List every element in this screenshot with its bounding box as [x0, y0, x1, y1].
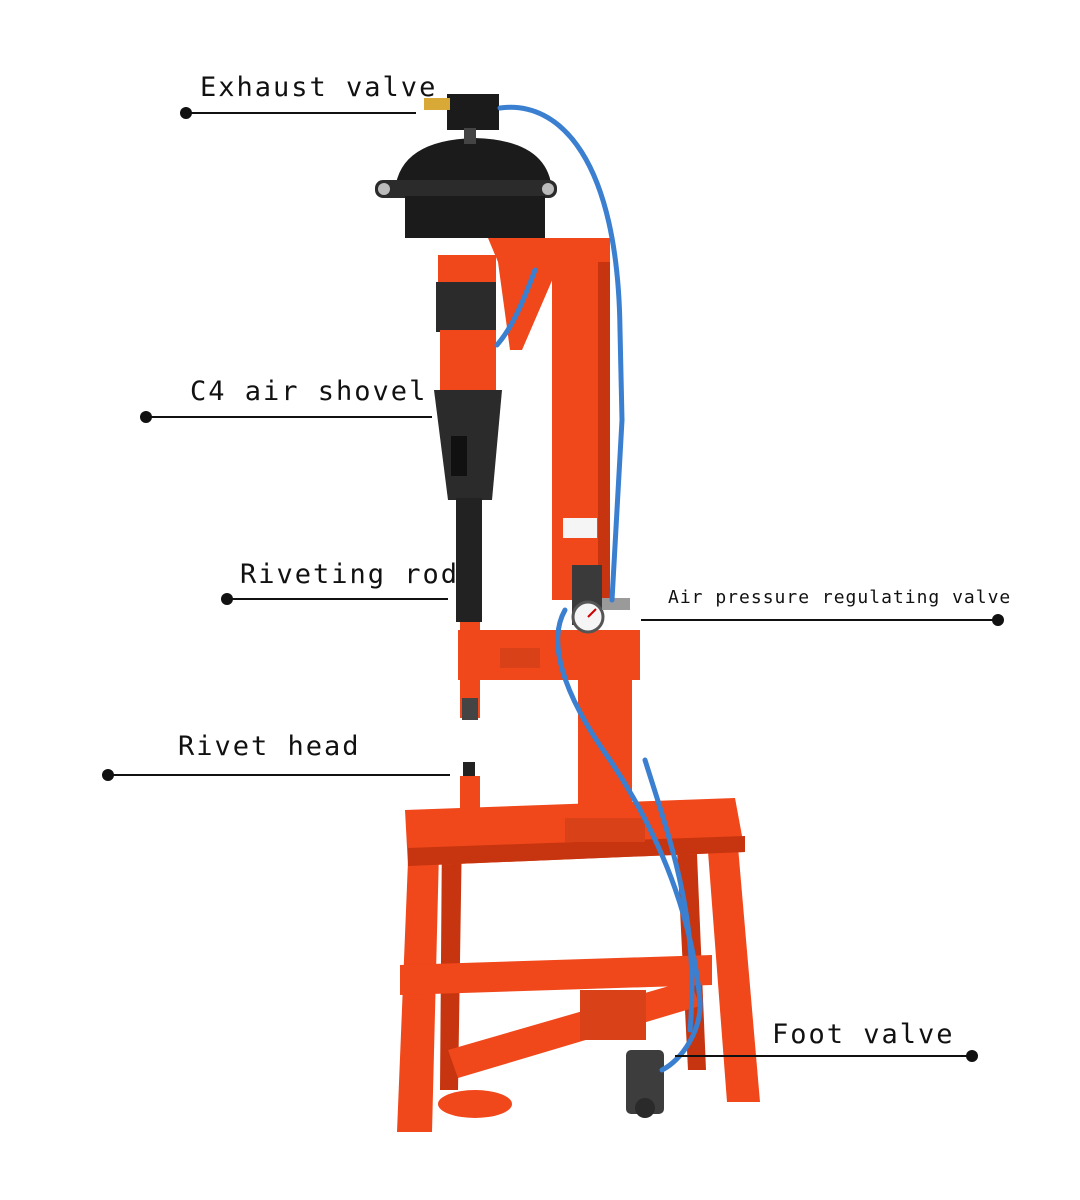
column-upper-shade: [598, 238, 610, 600]
rivet-head-post: [460, 776, 480, 826]
exhaust-valve-block: [447, 94, 499, 130]
air-shovel-grip: [434, 390, 502, 500]
hose-column: [609, 417, 625, 603]
upper-arm: [488, 238, 610, 350]
callout-lines: [108, 112, 998, 1057]
column-label-plate: [563, 518, 597, 538]
exhaust-valve-stem: [464, 128, 476, 144]
foot-valve-body: [626, 1050, 664, 1114]
column-upper: [552, 238, 610, 600]
shovel-top-housing: [436, 282, 496, 332]
callout-dot-air-shovel: [140, 411, 152, 423]
callout-dot-exhaust-valve: [180, 107, 192, 119]
air-hoses: [494, 104, 703, 1073]
chamber-bolt-right: [542, 183, 554, 195]
stand-leg-front-right: [705, 812, 760, 1102]
callout-dot-air-pressure: [992, 614, 1004, 626]
lower-arm: [458, 630, 640, 680]
stand-leg-back-left: [440, 830, 462, 1090]
air-chamber-body: [405, 196, 545, 238]
air-shovel-body: [440, 330, 496, 390]
air-chamber-dome: [395, 138, 552, 190]
label-rivet-head: Rivet head: [178, 731, 361, 762]
stand-crossbar: [400, 955, 712, 995]
label-riveting-rod: Riveting rod: [240, 559, 460, 590]
riveting-rod-tip: [462, 698, 478, 720]
hose-regulator: [555, 607, 703, 1073]
pedal-plate: [438, 1090, 512, 1118]
rivet-head-assembly: [460, 762, 480, 826]
callout-dot-rivet-head: [102, 769, 114, 781]
hose-foot: [642, 757, 695, 1033]
foot-valve-knob: [635, 1098, 655, 1118]
regulator-fitting: [602, 598, 630, 610]
foot-pedal: [438, 980, 700, 1118]
shovel-coupler: [438, 255, 496, 283]
hose-top: [497, 104, 625, 423]
air-shovel-assembly: [434, 255, 502, 720]
column: [458, 238, 645, 842]
callout-dot-foot-valve: [966, 1050, 978, 1062]
riveting-rod-spring: [456, 498, 482, 622]
air-regulator: [571, 565, 630, 634]
stand-top-front-edge: [408, 836, 745, 866]
label-air-shovel: C4 air shovel: [190, 376, 428, 407]
pedal-bracket: [580, 990, 646, 1040]
air-shovel-window: [451, 436, 467, 476]
label-air-pressure-regulating-valve: Air pressure regulating valve: [668, 587, 1012, 608]
exhaust-valve-fitting: [424, 98, 450, 110]
rivet-head-tip: [463, 762, 475, 776]
label-foot-valve: Foot valve: [772, 1019, 955, 1050]
air-chamber-band: [375, 180, 557, 198]
column-base: [565, 818, 645, 842]
callout-dot-riveting-rod: [221, 593, 233, 605]
gauge-needle: [587, 608, 597, 618]
column-lower: [578, 680, 632, 840]
air-chamber-assembly: [375, 94, 557, 238]
callout-dots: [102, 107, 1004, 1062]
riveting-rod-lower: [460, 622, 480, 718]
chamber-bolt-left: [378, 183, 390, 195]
lower-arm-panel: [500, 648, 540, 668]
hose-shovel: [494, 267, 538, 348]
label-exhaust-valve: Exhaust valve: [200, 72, 438, 103]
stand: [397, 798, 760, 1132]
